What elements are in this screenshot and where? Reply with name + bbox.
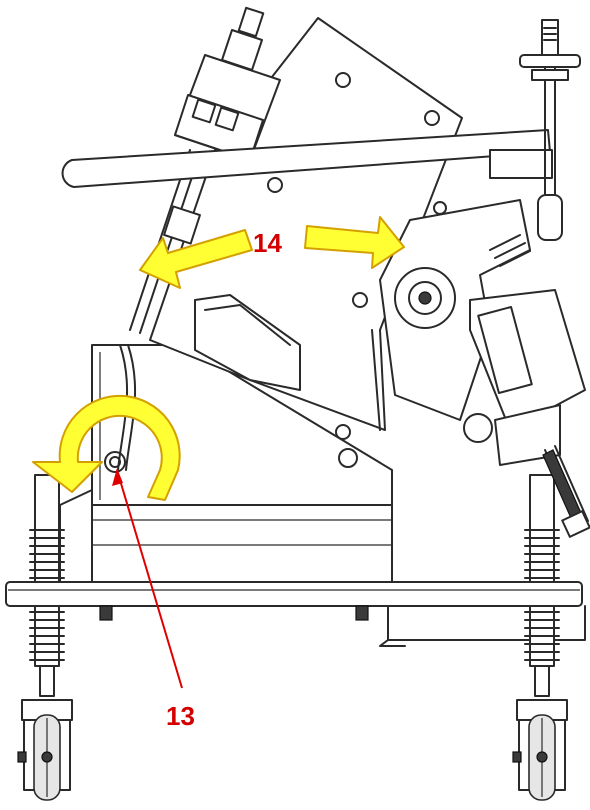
left-leveling-jack xyxy=(29,474,65,697)
base-block xyxy=(59,489,393,583)
bevel-head xyxy=(379,199,590,538)
cart-frame xyxy=(5,581,586,647)
left-caster-wheel xyxy=(17,699,73,801)
rotation-arrow xyxy=(32,394,181,501)
callout-leader-13 xyxy=(112,468,183,689)
tilt-arrow-left xyxy=(139,229,253,289)
callout-label-14: 14 xyxy=(253,228,282,258)
control-box xyxy=(129,6,281,334)
handle-bar xyxy=(61,19,581,241)
right-leveling-jack xyxy=(524,474,560,697)
right-caster-wheel xyxy=(512,699,568,801)
left-spring xyxy=(29,529,65,579)
tilt-arrow-right xyxy=(304,216,405,269)
callout-label-13: 13 xyxy=(166,701,195,731)
